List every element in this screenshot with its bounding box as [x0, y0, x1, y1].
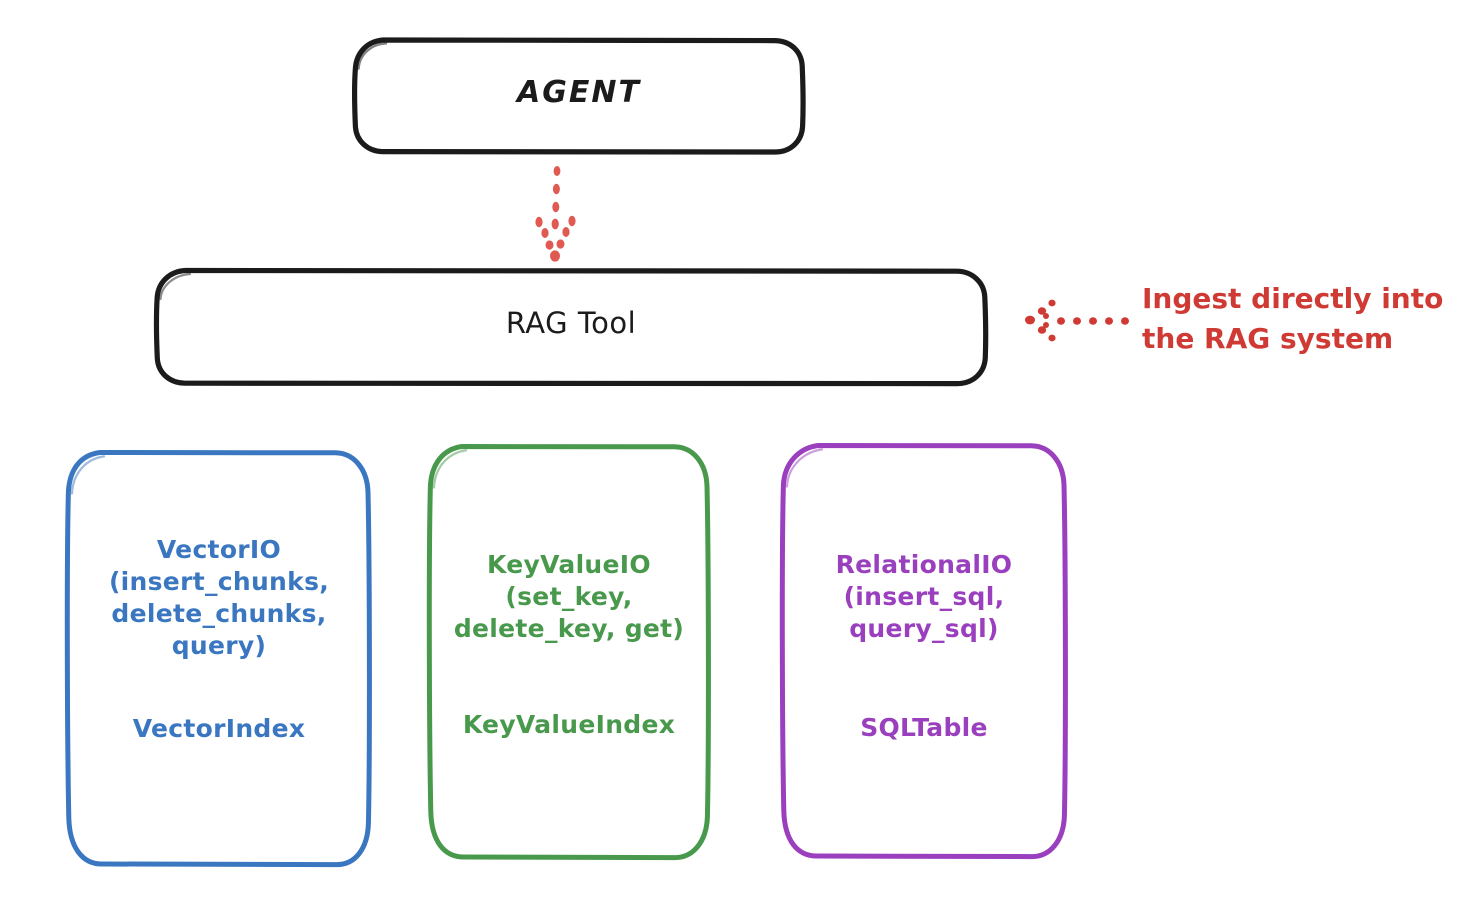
- vector-store-node-shape[interactable]: [64, 450, 372, 868]
- agent-node-shape[interactable]: [351, 37, 806, 155]
- keyvalue-store-node-shape[interactable]: [426, 444, 711, 861]
- agent-to-rag-arrow: [535, 166, 576, 262]
- rag-tool-node-shape[interactable]: [153, 267, 989, 387]
- ingest-arrow: [1025, 299, 1129, 342]
- relational-store-node-shape[interactable]: [779, 443, 1068, 860]
